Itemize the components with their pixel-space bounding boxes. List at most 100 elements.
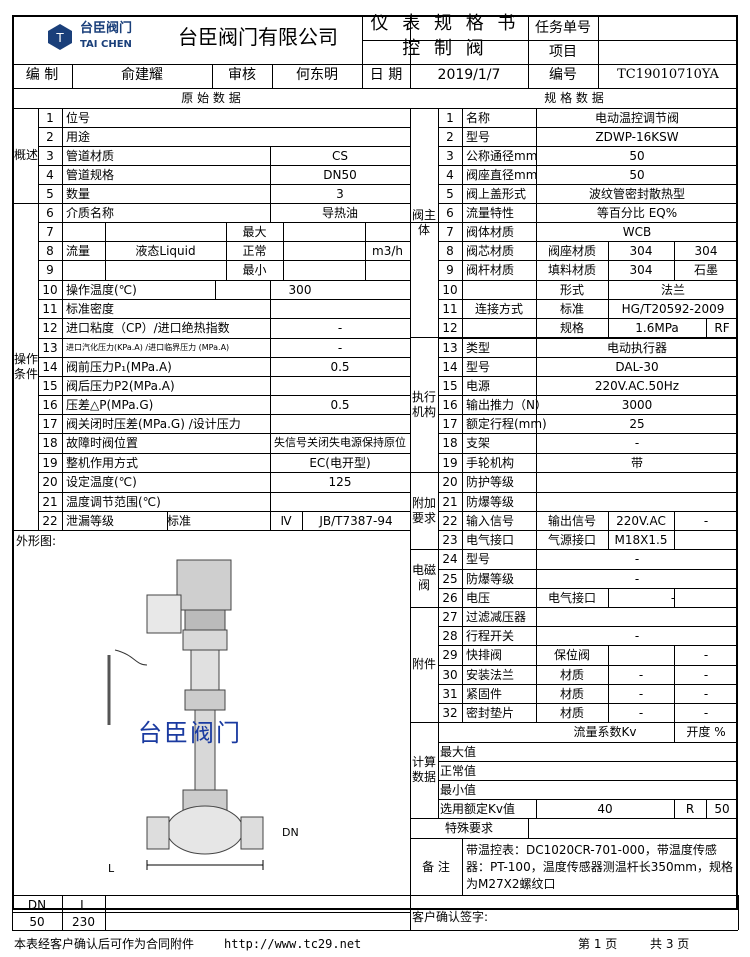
row-value: 法兰 <box>660 283 685 297</box>
grid-line <box>674 722 675 742</box>
grid-line <box>270 357 271 376</box>
row-number: 14 <box>442 360 458 374</box>
grid-line <box>72 64 73 88</box>
grid-line <box>105 222 106 241</box>
row-number: 7 <box>446 225 454 239</box>
row-value1: - <box>638 706 644 720</box>
grid-line <box>38 376 410 377</box>
grid-line <box>536 414 537 433</box>
row-number: 4 <box>446 168 454 182</box>
grid-line <box>438 530 738 531</box>
row-value2: - <box>703 687 709 701</box>
grid-line <box>38 203 410 204</box>
footer-page: 第 1 页 <box>578 937 618 951</box>
row-number: 21 <box>442 495 458 509</box>
row-label: 阀杆材质 <box>466 263 515 277</box>
grid-line <box>536 395 537 414</box>
row-value: 失信号关闭失电源保持原位 <box>274 436 406 449</box>
row-value: 3 <box>336 187 344 201</box>
grid-line <box>438 318 738 319</box>
row-number: 18 <box>442 436 458 450</box>
grid-line <box>438 395 738 396</box>
row-number: 2 <box>446 130 454 144</box>
grid-line <box>462 838 463 895</box>
row-label: 紧固件 <box>466 687 503 701</box>
grid-line <box>536 453 537 472</box>
row-sub: 形式 <box>559 283 584 297</box>
row-label: 支架 <box>466 436 491 450</box>
grid-line <box>12 88 738 89</box>
grid-line <box>608 645 609 665</box>
grid-line <box>12 930 410 931</box>
group-overview: 概述 <box>14 148 39 162</box>
calc-rated: 选用额定Kv值 <box>440 802 515 816</box>
shape-dim-dn: DN <box>282 826 299 839</box>
row-label: 管道材质 <box>66 149 115 163</box>
row-number: 22 <box>442 514 458 528</box>
row-sub: 保位阀 <box>553 648 590 662</box>
grid-line <box>438 453 738 454</box>
row-value: 25 <box>629 417 645 431</box>
row-value1: 220V.AC <box>616 514 666 528</box>
grid-line <box>362 40 528 41</box>
dims-l-header: L <box>80 898 87 912</box>
grid-line <box>536 260 537 280</box>
row-number: 20 <box>42 475 58 489</box>
row-label: 阀芯材质 <box>466 244 515 258</box>
left-section-title: 原 始 数 据 <box>181 91 241 105</box>
grid-line <box>12 64 738 65</box>
doc-title: 仪 表 规 格 书 <box>370 13 520 34</box>
grid-line <box>38 280 410 281</box>
group-calc: 计算数据 <box>411 755 436 784</box>
grid-line <box>438 280 738 281</box>
row-value: - <box>634 552 640 566</box>
grid-line <box>12 530 38 531</box>
row-number: 19 <box>442 456 458 470</box>
grid-line <box>536 799 537 818</box>
row-label: 阀关闭时压差(MPa.G) /设计压力 <box>66 417 241 431</box>
kv-label: 流量系数Kv <box>573 725 637 739</box>
grid-line <box>362 15 363 88</box>
grid-line <box>270 299 271 318</box>
footer-note: 本表经客户确认后可作为合同附件 <box>14 937 195 951</box>
row-sub: 标准 <box>559 302 584 316</box>
leak-grade: Ⅳ <box>280 514 292 528</box>
row-label: 安装法兰 <box>466 668 515 682</box>
shape-dim-l: L <box>108 862 115 875</box>
grid-line <box>536 607 537 626</box>
grid-line <box>410 895 411 930</box>
row-sub: 材质 <box>559 668 584 682</box>
grid-line <box>438 127 738 128</box>
row-number: 24 <box>442 552 458 566</box>
row-value: 带 <box>630 456 643 470</box>
grid-line <box>270 492 271 511</box>
logo-cn: 台臣阀门 <box>80 21 133 36</box>
row-label: 阀前压力P₁(MPa.A) <box>66 360 172 374</box>
group-solenoid: 电磁阀 <box>411 563 436 592</box>
grid-line <box>38 395 410 396</box>
grid-line <box>438 799 738 800</box>
row-value: 导热油 <box>321 206 358 220</box>
grid-line <box>536 203 537 222</box>
grid-line <box>438 260 738 261</box>
grid-line <box>270 511 271 530</box>
row-value: - <box>337 321 343 335</box>
row-value2: - <box>703 648 709 662</box>
grid-line <box>598 15 599 88</box>
customer-sign-label: 客户确认签字: <box>412 910 489 924</box>
grid-line <box>536 511 537 530</box>
grid-line <box>438 684 738 685</box>
row-label: 设定温度(℃) <box>66 475 137 489</box>
row-value: DAL-30 <box>615 360 659 374</box>
grid-line <box>536 184 537 203</box>
review-label: 审核 <box>228 67 256 83</box>
row-number: 23 <box>442 533 458 547</box>
row-number: 9 <box>446 263 454 277</box>
row-value: - <box>337 341 343 355</box>
grid-line <box>536 626 537 645</box>
row-value: DN50 <box>323 168 357 182</box>
grid-line <box>438 146 738 147</box>
row-label: 密封垫片 <box>466 706 515 720</box>
grid-line <box>674 703 675 722</box>
